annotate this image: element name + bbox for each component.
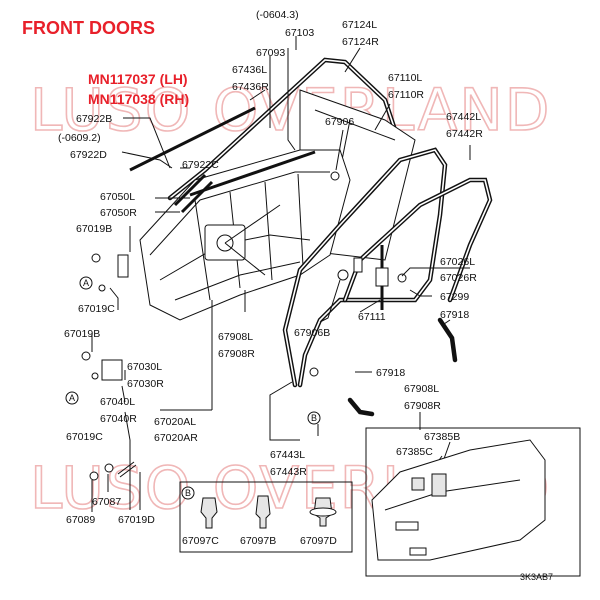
label-67026R: 67026R xyxy=(440,272,477,284)
clip-67097B xyxy=(255,495,271,529)
bolt-67906B xyxy=(337,269,349,281)
label-67030R: 67030R xyxy=(127,378,164,390)
clip-67385C xyxy=(411,477,425,491)
label-67093: 67093 xyxy=(256,47,285,59)
label-67019C-lower: 67019C xyxy=(66,431,103,443)
label-67087: 67087 xyxy=(92,496,121,508)
label-67922B: 67922B xyxy=(76,113,112,125)
upper-hinge-67050 xyxy=(117,254,129,278)
washer-67087 xyxy=(104,463,114,473)
label-67103: 67103 xyxy=(285,27,314,39)
label-67110L: 67110L xyxy=(388,72,422,84)
label-67922C: 67922C xyxy=(182,159,219,171)
part-number-rh: MN117038 (RH) xyxy=(88,91,189,107)
svg-text:A: A xyxy=(83,278,89,288)
label-0604: (-0604.3) xyxy=(256,9,299,21)
clip-67097D-base xyxy=(309,507,337,517)
label-67918-lower: 67918 xyxy=(376,367,405,379)
sash-67922C xyxy=(173,173,207,207)
label-0609: (-0609.2) xyxy=(58,132,101,144)
label-67019D: 67019D xyxy=(118,514,155,526)
glass-bolt-67906 xyxy=(330,171,340,181)
label-67019B-upper: 67019B xyxy=(76,223,112,235)
label-67097D: 67097D xyxy=(300,535,337,547)
figure-code: 3K3AB7 xyxy=(520,572,553,582)
label-67030L: 67030L xyxy=(127,361,162,373)
part-number-lh: MN117037 (LH) xyxy=(88,71,188,87)
bolt-67019D xyxy=(117,461,137,478)
label-67124L: 67124L xyxy=(342,19,377,31)
clip-67026 xyxy=(397,273,407,283)
clip-inset-frame xyxy=(179,481,353,553)
lower-hinge-67030 xyxy=(101,359,123,381)
part-labels: (-0604.3) 67103 67093 67124L 67124R 6743… xyxy=(58,9,483,547)
label-67443L: 67443L xyxy=(270,449,305,461)
callout-a-upper: A xyxy=(79,276,93,290)
label-67040L: 67040L xyxy=(100,396,135,408)
label-67020AR: 67020AR xyxy=(154,432,198,444)
label-67040R: 67040R xyxy=(100,413,137,425)
callout-b-main: B xyxy=(307,411,321,425)
label-67443R: 67443R xyxy=(270,466,307,478)
trim-handle xyxy=(395,521,419,531)
label-67019C-upper: 67019C xyxy=(78,303,115,315)
svg-text:B: B xyxy=(311,413,317,423)
channel-bracket xyxy=(375,267,389,287)
label-67089: 67089 xyxy=(66,514,95,526)
label-67906B: 67906B xyxy=(294,327,330,339)
label-67097B: 67097B xyxy=(240,535,276,547)
label-67385B: 67385B xyxy=(424,431,460,443)
bolt-67019B-lower xyxy=(81,351,91,361)
trim-pocket xyxy=(409,547,427,556)
diagram-title: FRONT DOORS xyxy=(22,18,155,38)
label-67110R: 67110R xyxy=(388,89,424,101)
label-67124R: 67124R xyxy=(342,36,379,48)
label-67436L: 67436L xyxy=(232,64,267,76)
clip-lower xyxy=(309,367,319,377)
label-67908L-upper: 67908L xyxy=(218,331,253,343)
leader-lines xyxy=(91,36,471,512)
moulding-67922B xyxy=(129,106,256,172)
label-67019B-lower: 67019B xyxy=(64,328,100,340)
label-67050L: 67050L xyxy=(100,191,135,203)
svg-text:A: A xyxy=(69,393,75,403)
seal-67918 xyxy=(437,317,458,363)
label-67906: 67906 xyxy=(325,116,354,128)
label-67908L-lower: 67908L xyxy=(404,383,439,395)
trim-panel-inset-frame xyxy=(365,427,581,577)
watermark-top: LUSO OVERLAND xyxy=(30,76,551,144)
label-67385C: 67385C xyxy=(396,446,433,458)
label-67442L: 67442L xyxy=(446,111,481,123)
callout-a-lower: A xyxy=(65,391,79,405)
label-67299: 67299 xyxy=(440,291,469,303)
stopper-67299 xyxy=(353,257,363,273)
label-67442R: 67442R xyxy=(446,128,483,140)
label-67918-right: 67918 xyxy=(440,309,469,321)
label-67020AL: 67020AL xyxy=(154,416,196,428)
label-67050R: 67050R xyxy=(100,207,137,219)
clip-67097C xyxy=(200,497,218,529)
label-67436R: 67436R xyxy=(232,81,269,93)
label-67097C: 67097C xyxy=(182,535,219,547)
label-67111: 67111 xyxy=(358,311,386,323)
bolt-67019C-upper xyxy=(98,284,106,292)
svg-text:B: B xyxy=(185,488,191,498)
clip-67385B xyxy=(431,473,447,497)
label-67908R-lower: 67908R xyxy=(404,400,441,412)
label-67026L: 67026L xyxy=(440,256,475,268)
nut-67089 xyxy=(89,471,99,481)
label-67908R-upper: 67908R xyxy=(218,348,255,360)
label-67922D: 67922D xyxy=(70,149,107,161)
bolt-67019B-upper xyxy=(91,253,101,263)
callout-b-inset: B xyxy=(181,486,195,500)
bolt-67019C-lower xyxy=(91,372,99,380)
